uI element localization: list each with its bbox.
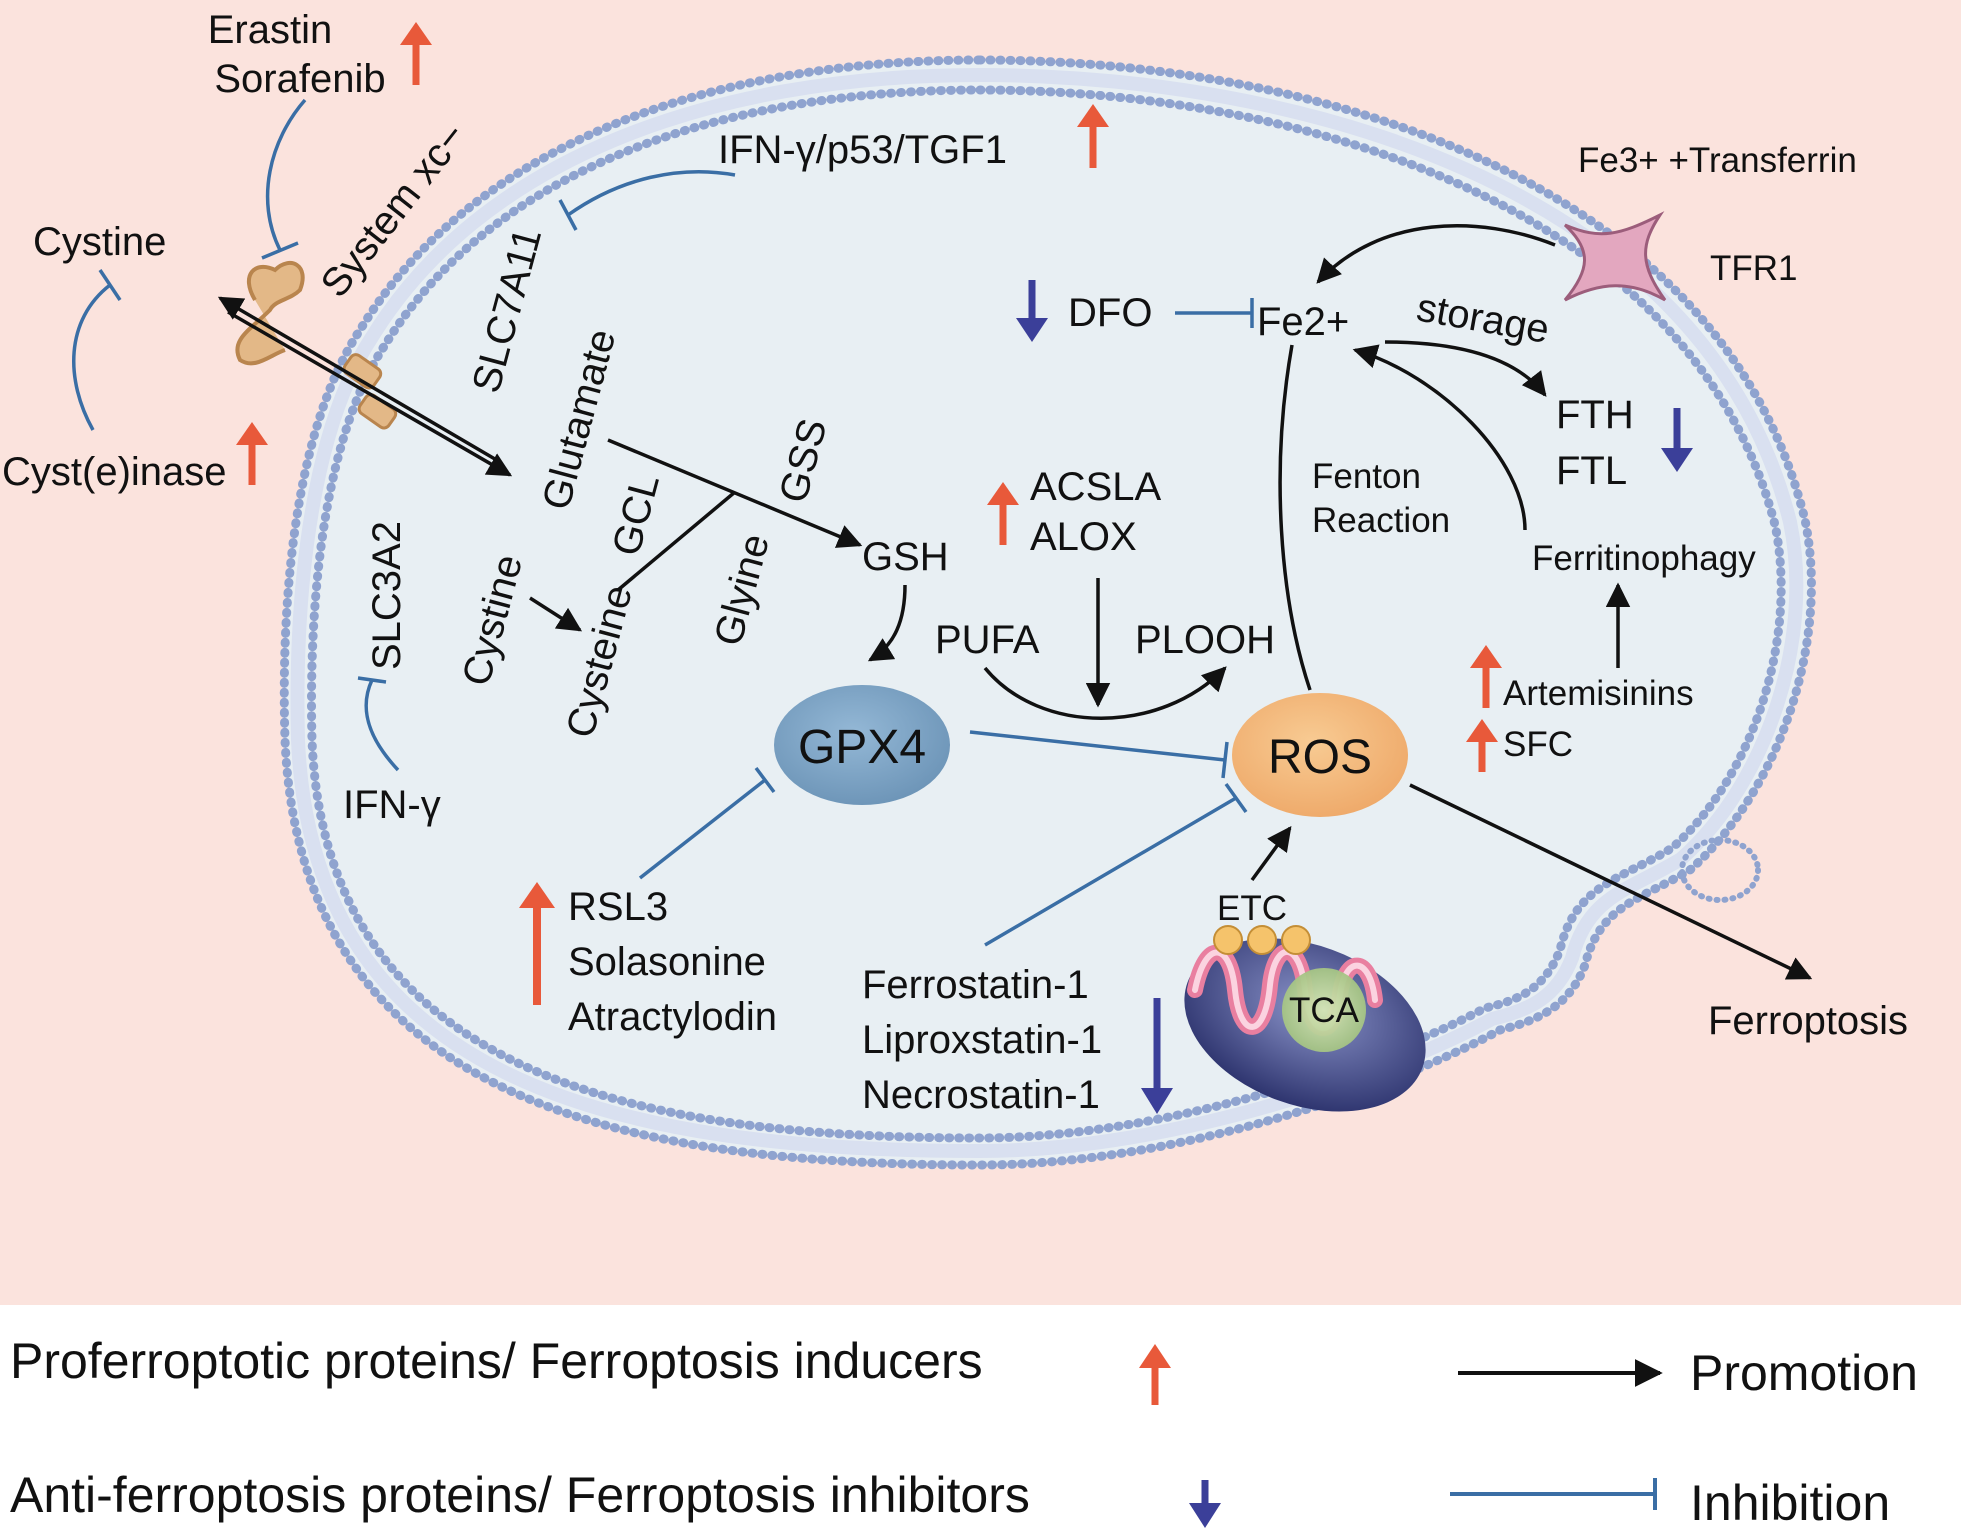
fenton-arrow (1278, 344, 1312, 691)
pufa-label: PUFA (935, 618, 1040, 662)
legend-promotion-text: Promotion (1690, 1345, 1918, 1401)
ifn-p53-up-arrow (1077, 104, 1109, 168)
plooh-label: PLOOH (1135, 618, 1275, 662)
fenton-label: Fenton (1312, 457, 1421, 496)
fth-label: FTH (1556, 393, 1634, 437)
ferroptosis-label: Ferroptosis (1708, 999, 1908, 1043)
ifn-p53-inhibition (566, 170, 736, 217)
membrane-bleb (1679, 837, 1761, 903)
dfo-down-arrow (1016, 280, 1048, 342)
transferrin-to-fe2-arrow (1316, 224, 1556, 284)
dfo-label: DFO (1068, 291, 1152, 335)
artemisinins-label: Artemisinins (1503, 674, 1694, 713)
system-xc-transporter (235, 260, 398, 430)
slc3a2-label: SLC3A2 (365, 521, 409, 670)
artemisinins-up-arrow (1470, 645, 1502, 708)
sorafenib-label: Sorafenib (214, 57, 385, 101)
cysteinase-up-arrow (236, 422, 268, 485)
ftl-label: FTL (1556, 449, 1627, 493)
mitochondrion (1184, 925, 1426, 1112)
sfc-label: SFC (1503, 725, 1573, 764)
gsh-label: GSH (862, 535, 949, 579)
legend-background (0, 1305, 1961, 1539)
legend-down-arrow (1189, 1480, 1221, 1528)
gpx4-label: GPX4 (798, 721, 926, 774)
fe3-transferrin-label: Fe3+ +Transferrin (1578, 141, 1857, 180)
alox-label: ALOX (1030, 515, 1137, 559)
ros-label: ROS (1268, 731, 1372, 784)
ferritinophagy-to-fe2-arrow (1352, 344, 1527, 531)
cell-membrane-core (290, 67, 1804, 1159)
cell-interior (284, 60, 1812, 1165)
erastin-up-arrow (400, 22, 432, 85)
acsla-up-arrow (987, 482, 1019, 545)
legend-up-arrow (1139, 1344, 1171, 1405)
fth-down-arrow (1661, 408, 1693, 472)
tca-label: TCA (1289, 991, 1360, 1030)
tfr1-label: TFR1 (1710, 249, 1798, 288)
fe2-label: Fe2+ (1257, 300, 1349, 344)
cysteine-line (616, 490, 737, 592)
cysteinase-label: Cyst(e)inase (2, 450, 227, 494)
solasonine-label: Solasonine (568, 940, 766, 984)
gpx4-node (774, 685, 950, 805)
erastin-label: Erastin (208, 8, 333, 52)
sfc-up-arrow (1466, 719, 1498, 772)
cystine-outside-label: Cystine (33, 220, 166, 264)
legend-inhibitors-text: Anti-ferroptosis proteins/ Ferroptosis i… (10, 1467, 1030, 1523)
legend-inducers-text: Proferroptotic proteins/ Ferroptosis ind… (10, 1333, 983, 1389)
etc-label: ETC (1217, 889, 1287, 928)
ferritinophagy-label: Ferritinophagy (1532, 539, 1756, 578)
erastin-inhibition (265, 98, 307, 251)
export-arrow (217, 296, 501, 464)
legend-inhibition-text: Inhibition (1690, 1475, 1890, 1531)
ifn-gamma-label: IFN-γ (343, 783, 441, 827)
gsh-to-gpx4-arrow (867, 584, 907, 662)
ferrostatin-down-arrow (1141, 998, 1173, 1114)
tfr1-receptor (1563, 211, 1667, 302)
rsl3-up-arrow (519, 882, 555, 1005)
reaction-label: Reaction (1312, 501, 1450, 540)
etc-to-ros-arrow (1250, 826, 1292, 882)
liproxstatin-label: Liproxstatin-1 (862, 1018, 1102, 1062)
ifn-gamma-inhibition (364, 679, 400, 772)
import-arrow (227, 310, 513, 477)
rsl3-inhibition (638, 778, 767, 880)
pufa-to-plooh-arrow (983, 666, 1227, 720)
ifn-p53-tgf1-label: IFN-γ/p53/TGF1 (718, 128, 1007, 172)
necrostatin-label: Necrostatin-1 (862, 1073, 1100, 1117)
ferrostatin-label: Ferrostatin-1 (862, 963, 1089, 1007)
cell-membrane-outer (279, 55, 1816, 1170)
cystine-to-cysteine-arrow (529, 596, 583, 632)
ros-to-ferroptosis-arrow (1409, 783, 1813, 980)
rsl3-label: RSL3 (568, 885, 668, 929)
ros-node (1232, 693, 1408, 817)
storage-arrow (1384, 340, 1547, 397)
ferrostatin-inhibition (984, 796, 1237, 947)
cysteinase-inhibition (72, 283, 112, 431)
acsla-label: ACSLA (1030, 465, 1161, 509)
gpx4-inhibition (969, 730, 1226, 762)
atractylodin-label: Atractylodin (568, 995, 777, 1039)
